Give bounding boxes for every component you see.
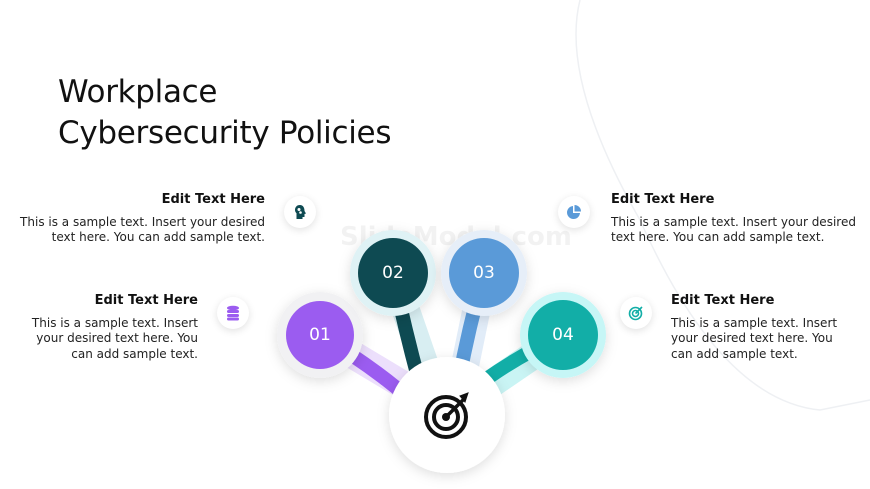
step-04-node: 04 [520,292,606,378]
title-line-2: Cybersecurity Policies [58,115,392,151]
bg-curve [575,0,870,411]
step-04-body-line: This is a sample text. Insert [671,315,838,330]
page-title: Workplace Cybersecurity Policies [58,72,391,154]
step-02-text: Edit Text Here This is a sample text. In… [20,192,265,246]
step-02-body-line: text here. You can add sample text. [51,230,265,244]
pie-chart-icon [558,196,590,228]
step-04-heading: Edit Text Here [671,293,775,308]
step-number-04: 04 [552,325,574,345]
step-03-body-line: text here. You can add sample text. [611,230,825,244]
target-arrow-icon [424,392,469,439]
step-02-node: 02 [350,230,436,316]
step-01-body-line: This is a sample text. Insert [31,315,198,330]
step-03-body-line: This is a sample text. Insert your desir… [611,214,856,229]
step-01-heading: Edit Text Here [94,293,198,308]
step-02-heading: Edit Text Here [161,192,265,207]
step-04-body-line: your desired text here. You [671,331,833,345]
database-icon [217,297,249,329]
step-02-body-line: This is a sample text. Insert your desir… [20,214,265,229]
step-04-text: Edit Text Here This is a sample text. In… [671,293,837,362]
title-line-1: Workplace [58,74,218,110]
step-03-heading: Edit Text Here [611,192,715,207]
step-number-02: 02 [382,263,404,283]
step-number-01: 01 [309,325,331,345]
step-01-node: 01 [277,292,363,378]
step-04-body-line: can add sample text. [671,346,798,361]
head-gears-icon [284,196,316,228]
step-01-body-line: can add sample text. [71,346,198,361]
target-icon [620,297,652,329]
step-number-03: 03 [473,263,495,283]
step-03-node: 03 [441,230,527,316]
step-01-text: Edit Text Here This is a sample text. In… [32,293,198,362]
step-03-text: Edit Text Here This is a sample text. In… [611,192,856,246]
step-01-body-line: your desired text here. You [36,331,198,345]
